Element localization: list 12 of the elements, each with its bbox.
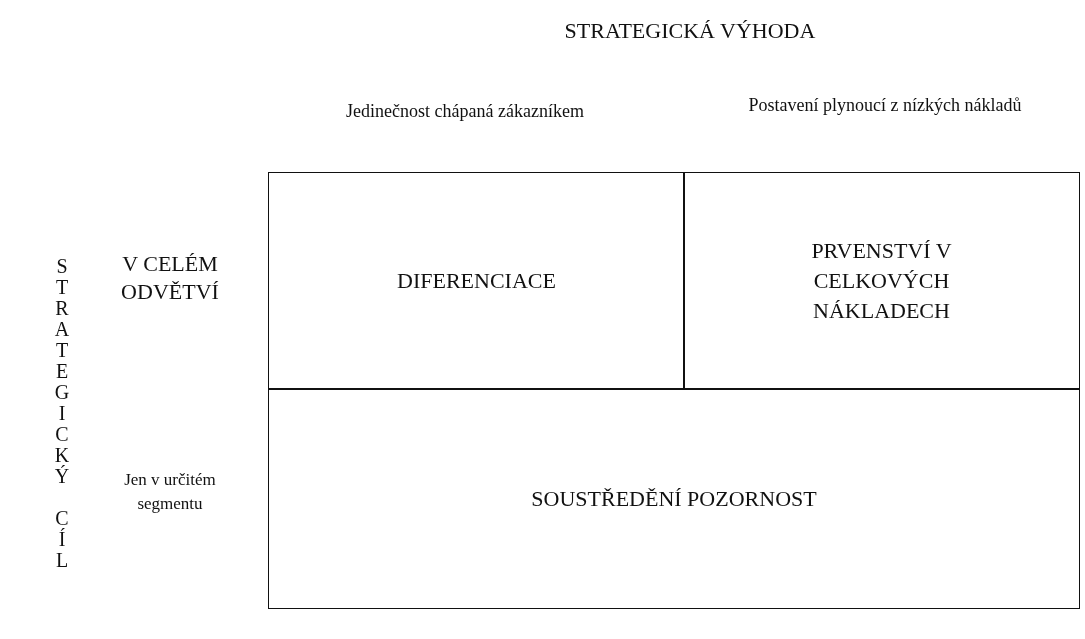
axis-title: STRATEGICKÁ VÝHODA	[563, 18, 817, 44]
column-header: Jedinečnost chápaná zákazníkem	[345, 100, 585, 123]
strategy-cell	[683, 172, 1080, 390]
cell-label: DIFERENCIACE	[397, 267, 556, 295]
cell-label: SOUSTŘEDĚNÍ POZORNOST	[531, 484, 817, 513]
axis-title: STRATEGICKÝ CÍL	[50, 255, 74, 570]
cell-label: PRVENSTVÍ V CELKOVÝCH NÁKLADECH	[810, 237, 953, 325]
row-header: V CELÉM ODVĚTVÍ	[120, 250, 220, 306]
strategy-cell	[268, 388, 1080, 609]
strategy-cell	[268, 172, 685, 390]
column-header: Postavení plynoucí z nízkých nákladů	[747, 94, 1023, 117]
row-header: Jen v určitém segmentu	[123, 469, 217, 515]
